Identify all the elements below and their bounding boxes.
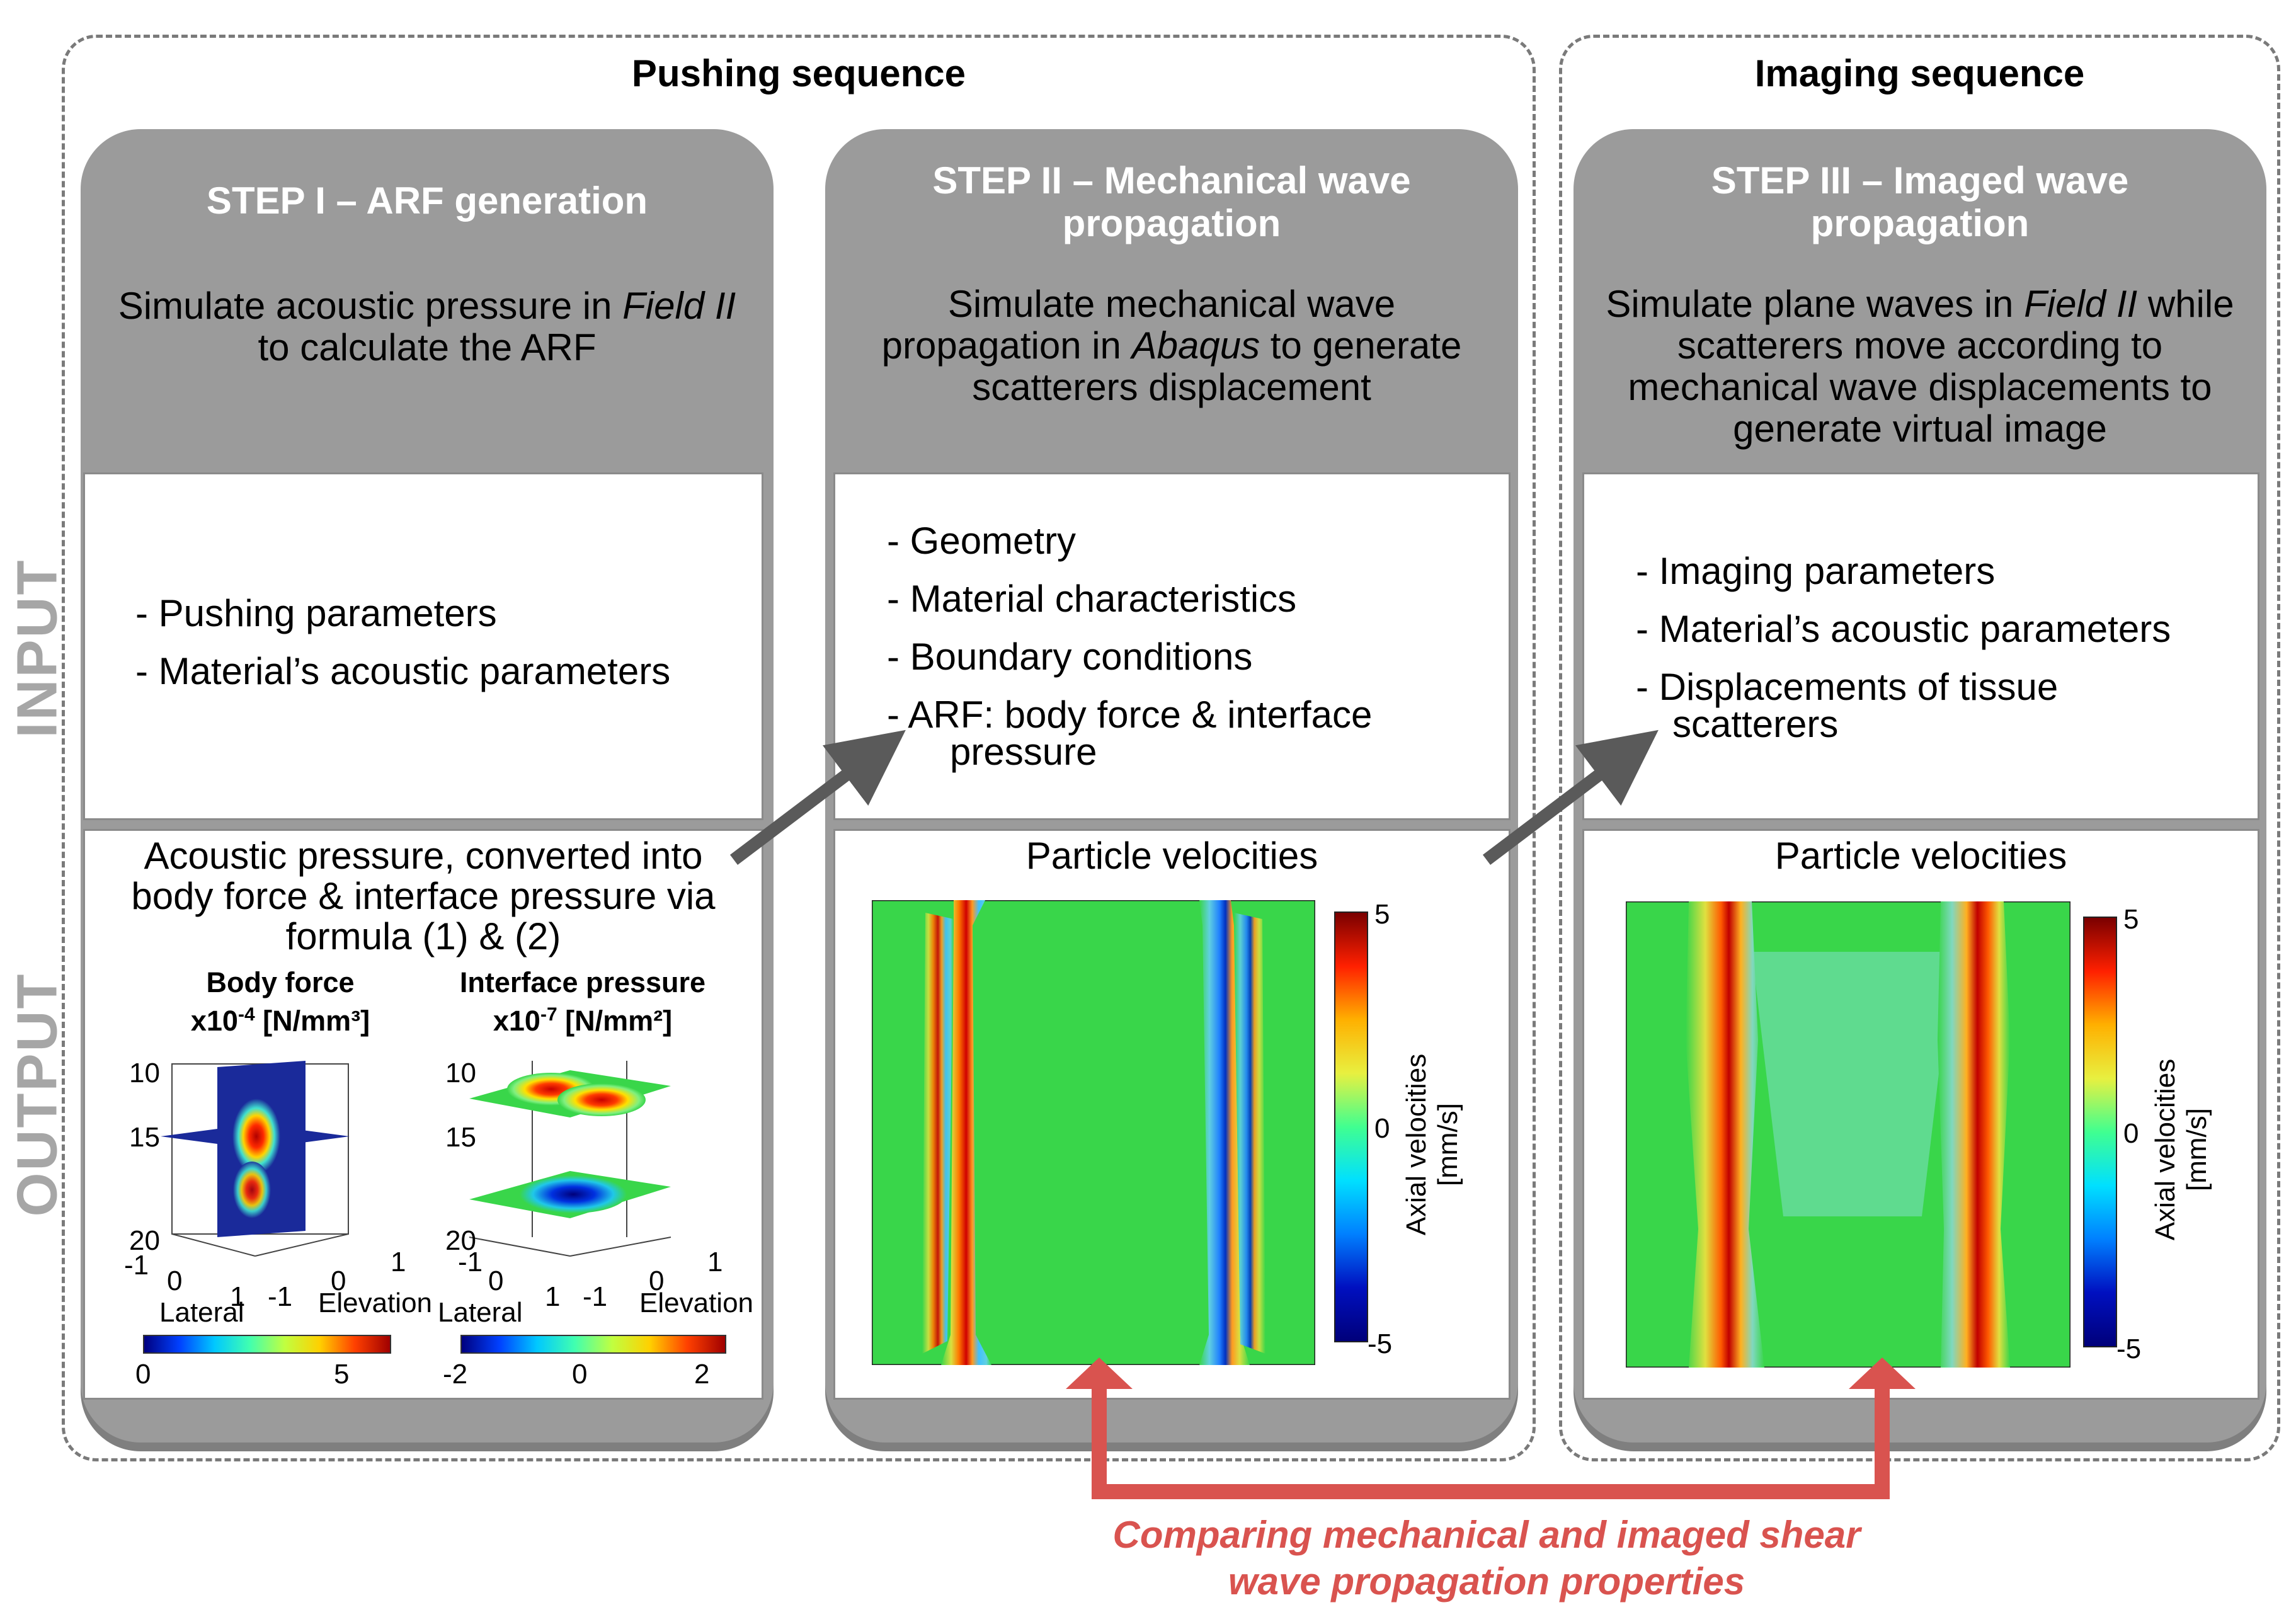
arrow-step2-to-step3 — [1482, 729, 1659, 865]
ip-elev-tick: -1 — [583, 1281, 608, 1312]
interface-pressure-colorbar — [460, 1335, 726, 1354]
imaged-cbar-tick: 5 — [2123, 904, 2139, 935]
right-wavefront-band — [1234, 913, 1265, 1354]
bf-ylabel: Elevation — [318, 1288, 433, 1318]
bf-xlabel: Lateral — [159, 1297, 244, 1328]
bf-elev-tick: 1 — [391, 1247, 406, 1277]
bf-lat-tick: 1 — [230, 1281, 246, 1312]
imaged-cbar-tick: -5 — [2116, 1334, 2142, 1364]
force-hotspot-lower — [233, 1162, 271, 1218]
bf-elev-tick: -1 — [268, 1281, 293, 1312]
imaged-velocity-colorbar — [2083, 917, 2117, 1347]
pushing-sequence-title: Pushing sequence — [631, 52, 966, 94]
step1-input-panel: - Pushing parameters - Material’s acoust… — [83, 472, 763, 820]
step3-input-item: scatterers — [1672, 703, 1839, 745]
ip-xlabel: Lateral — [438, 1297, 523, 1328]
step2-input-item: pressure — [950, 731, 1097, 773]
step2-output-panel: Particle velocities 5 0 -5 Axial velocit… — [833, 829, 1511, 1400]
imaged-cbar-tick: 0 — [2123, 1118, 2139, 1149]
pushing-sequence-box — [62, 35, 1536, 1461]
step3-output-title: Particle velocities — [1774, 835, 2067, 877]
velocity-colorbar — [1334, 911, 1368, 1342]
interface-pressure-unit: x10-7 [N/mm²] — [493, 1004, 673, 1037]
imaged-center-region — [1752, 952, 1953, 1216]
imaged-right-wavefront — [1938, 901, 2010, 1368]
step2-input-item: - Geometry — [887, 520, 1077, 562]
step3-description: Simulate plane waves in Field II while s… — [1606, 283, 2234, 450]
step3-output-panel: Particle velocities 5 0 -5 Axial velocit… — [1582, 829, 2259, 1400]
step3-input-panel: - Imaging parameters - Material’s acoust… — [1582, 472, 2259, 820]
imaging-sequence-box — [1559, 35, 2280, 1461]
step2-input-item: - ARF: body force & interface — [887, 694, 1373, 736]
right-wavefront — [1199, 900, 1250, 1365]
imaging-sequence-title: Imaging sequence — [1754, 52, 2085, 94]
interface-pressure-title: Interface pressure — [459, 966, 706, 998]
ip-lat-tick: -1 — [458, 1247, 483, 1277]
ip-z-tick: 20 — [445, 1225, 476, 1256]
bf-z-tick: 10 — [129, 1058, 160, 1088]
comparison-arrowhead-left — [1066, 1357, 1133, 1389]
step2-title: STEP II – Mechanical wave propagation — [932, 159, 1411, 244]
ip-cbar-tick: -2 — [443, 1359, 468, 1390]
mechanical-velocity-map — [872, 900, 1315, 1365]
body-force-unit: x10-4 [N/mm³] — [190, 1004, 370, 1037]
body-force-3d-plot — [161, 1061, 350, 1257]
step1-output-panel: Acoustic pressure, converted into body f… — [83, 829, 763, 1400]
interface-pressure-3d-plot — [469, 1061, 671, 1257]
force-hotspot — [232, 1099, 280, 1174]
bf-elev-tick: 0 — [331, 1266, 346, 1296]
step2-input-panel: - Geometry - Material characteristics - … — [833, 472, 1511, 820]
ip-cbar-tick: 0 — [572, 1359, 588, 1390]
arrow-step1-to-step2 — [729, 729, 906, 865]
step1-output-title: Acoustic pressure, converted into body f… — [131, 835, 716, 957]
left-wavefront — [941, 900, 991, 1365]
step2-output-title: Particle velocities — [1025, 835, 1318, 877]
step2-description: Simulate mechanical wave propagation in … — [881, 283, 1462, 408]
ip-elev-tick: 0 — [649, 1266, 665, 1296]
step3-input-item: - Displacements of tissue — [1636, 666, 2059, 708]
pressure-negative-lobe — [520, 1175, 627, 1213]
comparison-bracket — [1092, 1367, 1890, 1499]
bf-lat-tick: -1 — [124, 1250, 149, 1281]
body-force-title: Body force — [206, 966, 355, 998]
comparison-arrowhead-right — [1849, 1357, 1916, 1389]
ip-elev-tick: 1 — [707, 1247, 723, 1277]
step1-input-item: - Material’s acoustic parameters — [135, 650, 671, 692]
step3-input-item: - Imaging parameters — [1636, 550, 1996, 592]
comparison-caption: Comparing mechanical and imaged shear wa… — [1112, 1514, 1861, 1603]
bf-cbar-tick: 0 — [135, 1359, 151, 1390]
step3-input-item: - Material’s acoustic parameters — [1636, 608, 2171, 650]
ip-z-tick: 15 — [445, 1122, 476, 1153]
velocity-cbar-tick: 5 — [1374, 899, 1390, 930]
bf-cbar-tick: 5 — [334, 1359, 350, 1390]
left-wavefront-band — [922, 913, 954, 1354]
pressure-positive-lobe — [557, 1083, 646, 1116]
bf-z-tick: 15 — [129, 1122, 160, 1153]
ip-cbar-tick: 2 — [694, 1359, 710, 1390]
bf-z-tick: 20 — [129, 1225, 160, 1256]
step2-input-item: - Material characteristics — [887, 578, 1297, 620]
ip-z-tick: 10 — [445, 1058, 476, 1088]
step2-input-item: - Boundary conditions — [887, 636, 1253, 678]
body-force-colorbar — [143, 1335, 391, 1354]
bf-lat-tick: 0 — [167, 1266, 183, 1296]
velocity-cbar-tick: 0 — [1374, 1113, 1390, 1144]
imaged-left-wavefront — [1686, 901, 1764, 1368]
step1-description: Simulate acoustic pressure in Field II t… — [118, 285, 736, 369]
step1-input-item: - Pushing parameters — [135, 592, 497, 634]
velocity-cbar-tick: -5 — [1368, 1328, 1393, 1359]
ip-lat-tick: 0 — [488, 1266, 504, 1296]
step1-title: STEP I – ARF generation — [206, 180, 648, 222]
step3-title: STEP III – Imaged wave propagation — [1711, 159, 2129, 244]
ip-lat-tick: 1 — [545, 1281, 561, 1312]
ip-ylabel: Elevation — [639, 1288, 754, 1318]
imaged-velocity-map — [1626, 901, 2070, 1368]
